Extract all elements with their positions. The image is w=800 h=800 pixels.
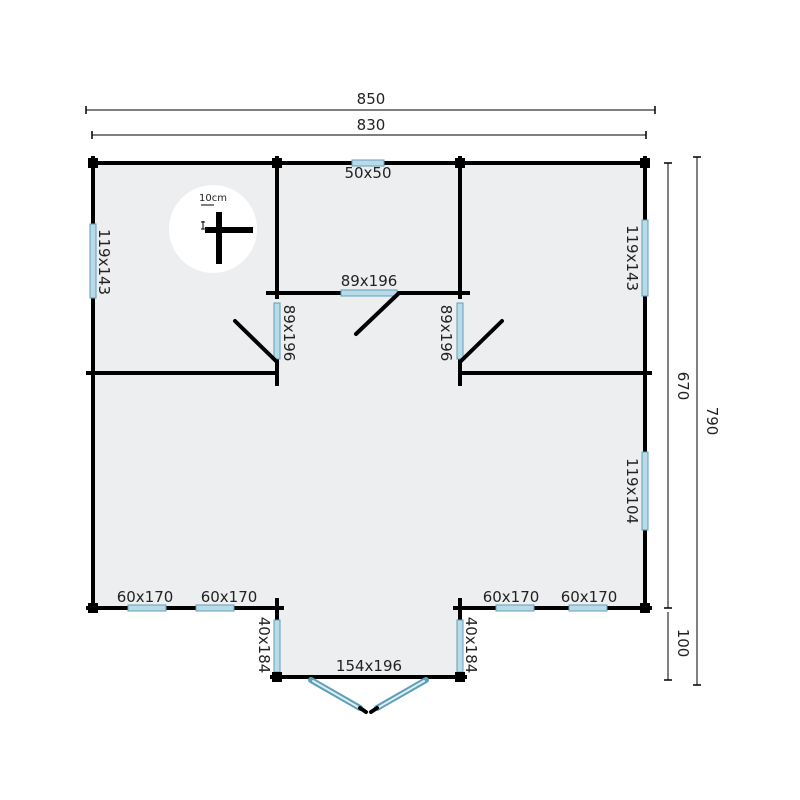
window-porch-left: [273, 619, 281, 673]
main-depth-label: 670: [674, 372, 692, 401]
porch-depth-label: 100: [674, 629, 692, 658]
window-right-top: [641, 219, 649, 297]
dimension-lines-right: [664, 156, 701, 686]
window-porch-left-label: 40x184: [255, 617, 273, 674]
window-front-1-label: 60x170: [117, 588, 174, 606]
window-front-2-label: 60x170: [201, 588, 258, 606]
wall-posts: [88, 158, 650, 682]
door-leaf-right: [458, 319, 504, 364]
floor-area: [93, 163, 645, 677]
door-right-room-label: 89x196: [437, 305, 455, 362]
window-front-4: [568, 604, 608, 612]
door-left-glass: [273, 302, 281, 360]
window-porch-right-label: 40x184: [462, 617, 480, 674]
window-right-top-label: 119x143: [623, 225, 641, 291]
window-left: [89, 223, 97, 299]
window-right-mid: [641, 451, 649, 531]
inner-width-label: 830: [357, 116, 386, 134]
main-door-label: 154x196: [336, 657, 402, 675]
window-front-4-label: 60x170: [561, 588, 618, 606]
total-depth-label: 790: [703, 407, 721, 436]
door-right-glass: [456, 302, 464, 360]
window-front-3: [495, 604, 535, 612]
window-top-label: 50x50: [344, 164, 391, 182]
dimension-lines-top: [85, 106, 656, 139]
door-leaf-left: [233, 319, 279, 364]
outer-width-label: 850: [357, 90, 386, 108]
window-right-mid-label: 119x104: [623, 458, 641, 524]
door-leaves: [233, 292, 504, 714]
wall-thickness-badge: 10cm: [169, 185, 257, 273]
door-left-room-label: 89x196: [280, 305, 298, 362]
window-top: [351, 159, 385, 167]
window-front-2: [195, 604, 235, 612]
door-middle-glass: [340, 289, 398, 297]
windows: [89, 159, 649, 673]
interior-walls: [86, 156, 652, 386]
door-leaf-middle: [354, 292, 400, 336]
window-front-1: [127, 604, 167, 612]
window-front-3-label: 60x170: [483, 588, 540, 606]
window-left-label: 119x143: [95, 229, 113, 295]
door-middle-label: 89x196: [341, 272, 398, 290]
scale-badge-label: 10cm: [199, 193, 227, 204]
